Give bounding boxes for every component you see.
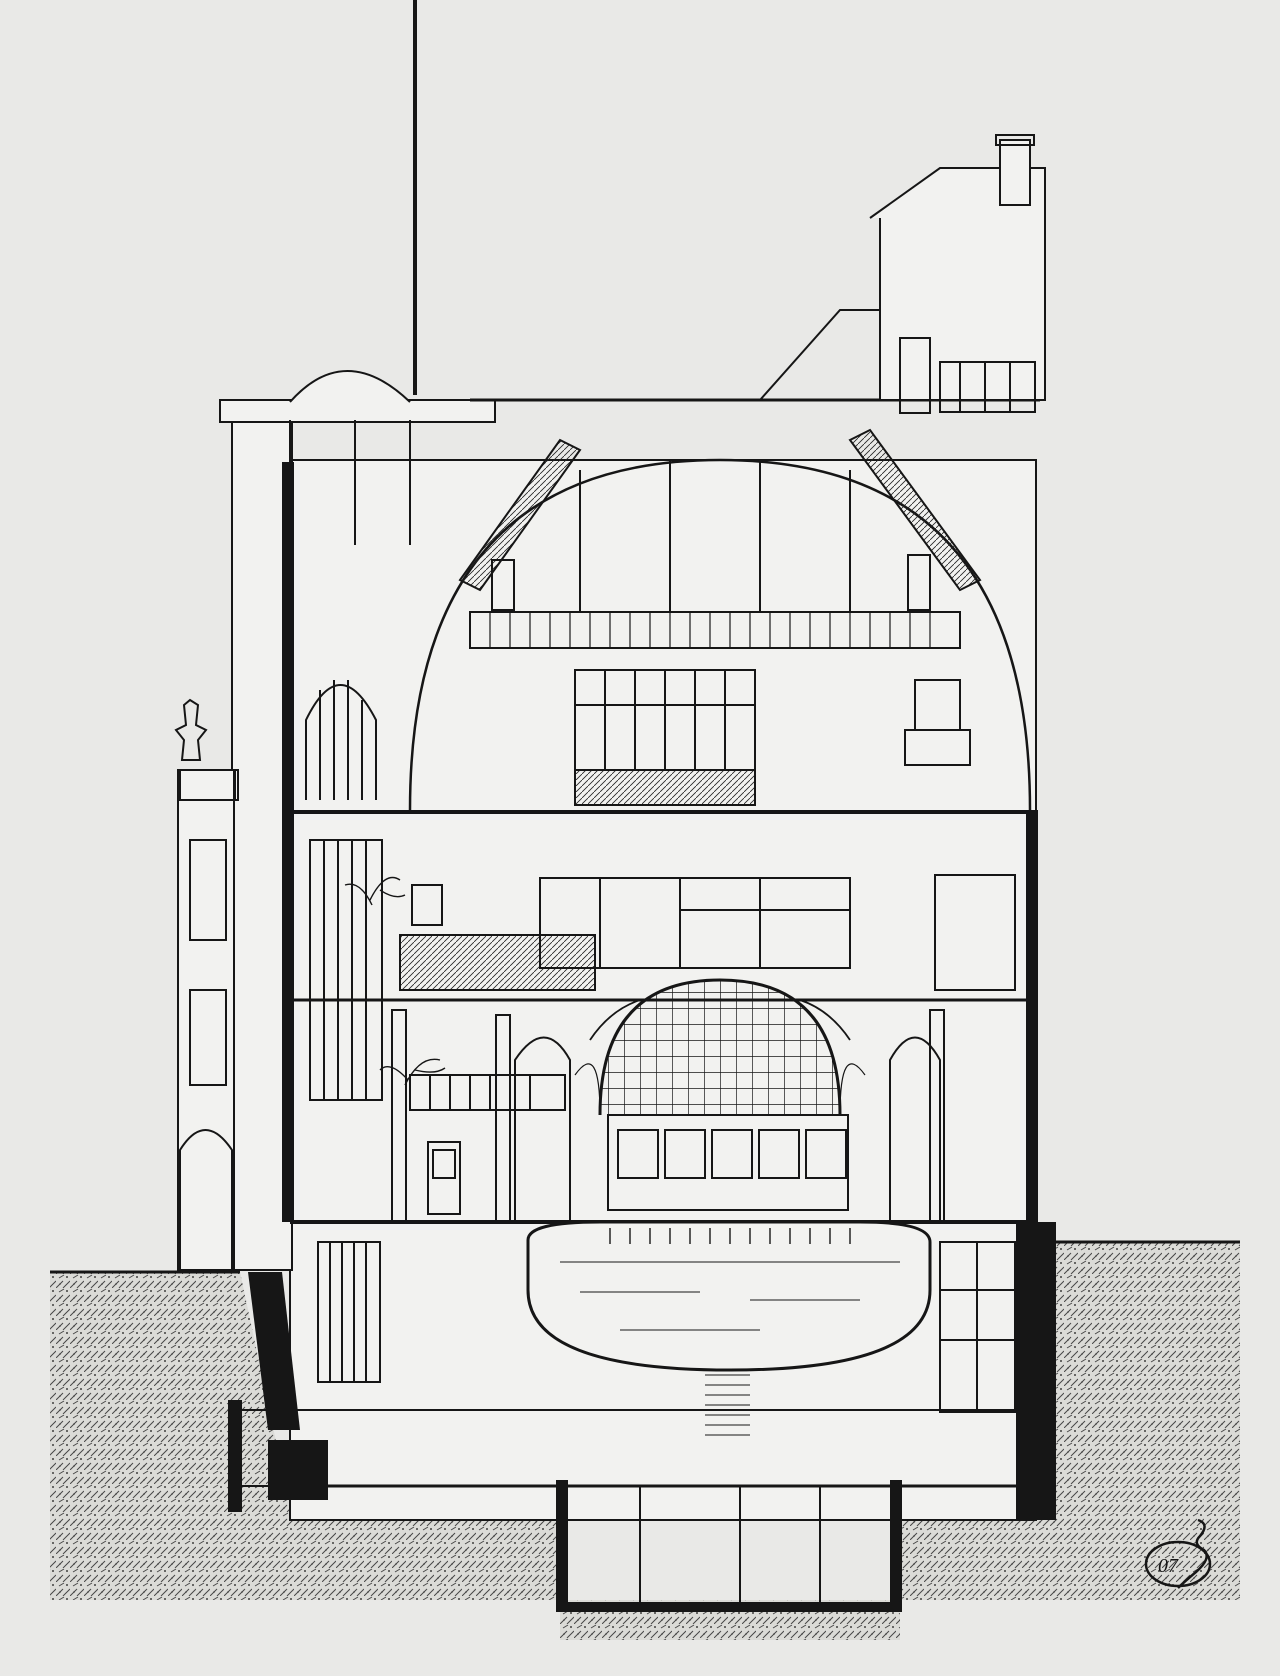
artist-monogram-signature: 07 — [1144, 1518, 1212, 1589]
plant-decoration — [344, 876, 851, 1086]
load-bearing-walls — [228, 462, 1056, 1612]
signature-year-mark: 07 — [1158, 1555, 1179, 1577]
building-structure — [174, 0, 1046, 1608]
